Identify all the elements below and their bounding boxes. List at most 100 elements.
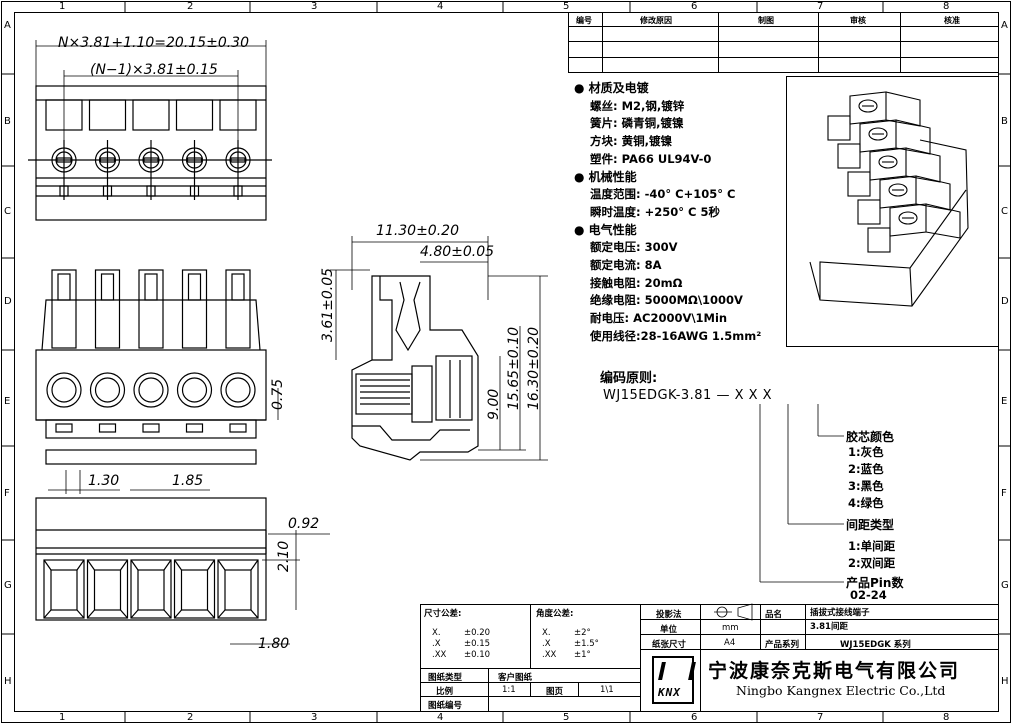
wire-entry-inner (181, 377, 208, 403)
coding-part: WJ15EDGK-3.81 — X X X (603, 388, 773, 403)
tolerance-row: .X±1.5° (542, 639, 599, 650)
iso-screw (868, 127, 888, 141)
iso-screw (898, 211, 918, 225)
tolerance-row: .XX ±1° (542, 650, 599, 661)
paper-value: A4 (724, 638, 736, 648)
grid-row-label-right: F (1001, 488, 1007, 499)
ang-title: 角度公差: (536, 609, 574, 619)
specs-panel: ● 材质及电镀 螺丝: M2,钢,镀锌簧片: 磷青铜,镀镍方块: 黄铜,镀镍塑件… (574, 80, 761, 346)
dim-092: 0.92 (288, 516, 320, 532)
contact-slot (98, 423, 117, 433)
grid-col-label-top: 2 (187, 1, 194, 12)
mech-item: 温度范围: -40° C+105° C (590, 187, 736, 202)
title-block-lines (420, 604, 999, 712)
grid-col-label-bottom: 6 (691, 712, 698, 723)
grid-row-label-right: B (1001, 116, 1008, 127)
bottom-cell-bevel (130, 559, 172, 619)
grid-row-label-left: H (4, 676, 12, 687)
company-logo: KNX (652, 656, 696, 704)
elec-item: 额定电压: 300V (590, 240, 678, 255)
tolerance-value: ±1° (574, 650, 591, 660)
wire-entry-inner (51, 377, 77, 403)
dim-480: 4.80±0.05 (420, 244, 495, 260)
tolerance-key: .X (542, 639, 551, 649)
tolerance-value: ±0.10 (464, 650, 491, 660)
bottom-cell-bevel (174, 559, 215, 619)
tolerance-key: .XX (542, 650, 557, 660)
bottom-cell-inner (224, 569, 252, 611)
grid-row-label-right: E (1001, 396, 1008, 407)
grid-row-label-left: C (4, 206, 11, 217)
side-section-view (351, 275, 479, 461)
iso-screw (878, 155, 898, 169)
logo-text: KNX (658, 686, 681, 699)
iso-wire-entry (837, 143, 861, 169)
scale-value: 1:1 (502, 685, 516, 695)
tolerance-row: .X±0.15 (432, 639, 490, 650)
part-label: 品名 (765, 610, 783, 620)
bottom-cell-bevel (87, 559, 128, 619)
grid-col-label-top: 8 (943, 1, 950, 12)
wire-entry-outer (46, 372, 82, 408)
projection-label: 投影法 (656, 610, 682, 620)
top-pole-housing (88, 99, 127, 131)
dim-180: 1.80 (258, 636, 290, 652)
material-item: 塑件: PA66 UL94V-0 (590, 151, 712, 166)
bottom-cell-inner (137, 569, 165, 611)
bottom-cell-inner (93, 569, 122, 611)
wire-entry-inner (138, 377, 164, 403)
rev-header-reason: 修改原因 (640, 16, 672, 25)
iso-3d-view (809, 91, 969, 307)
pitch-item: 1:单间距 (848, 539, 896, 553)
page-label: 图页 (546, 687, 564, 697)
front-pole-lever (51, 269, 77, 349)
scale-label: 比例 (436, 687, 454, 697)
wire-entry-outer (89, 372, 126, 408)
color-item: 1:灰色 (848, 445, 884, 459)
material-title: 材质及电镀 (588, 81, 649, 95)
material-item: 簧片: 磷青铜,镀镍 (590, 116, 684, 131)
lever-window (187, 273, 202, 301)
iso-pole-side (885, 91, 921, 127)
iso-wire-entry (827, 115, 851, 141)
customer-label: 客户图纸 (498, 673, 533, 683)
grid-col-label-top: 5 (563, 1, 570, 12)
pin-foot (189, 185, 200, 197)
bottom-cell-inner (50, 569, 78, 611)
grid-col-label-top: 4 (437, 1, 444, 12)
grid-col-label-top: 7 (817, 1, 824, 12)
bottom-cell-outer (86, 559, 129, 619)
bottom-cell-outer (43, 559, 85, 619)
iso-wire-entry (867, 227, 891, 253)
revision-table-lines (568, 12, 999, 73)
color-item: 2:蓝色 (848, 462, 884, 476)
front-view (35, 269, 267, 465)
rev-header-no: 编号 (576, 16, 592, 25)
iso-pole-block (869, 147, 907, 181)
elec-item: 额定电流: 8A (590, 258, 662, 273)
material-item: 方块: 黄铜,镀镍 (590, 134, 672, 149)
tolerance-key: .XX (432, 650, 447, 660)
iso-wire-entry (847, 171, 871, 197)
bottom-cell-inner (180, 569, 209, 611)
tol-rows: X.±0.20.X±0.15.XX ±0.10 (432, 628, 490, 661)
grid-col-label-bottom: 2 (187, 712, 194, 723)
bottom-view (35, 497, 267, 621)
contact-slot (229, 423, 247, 433)
grid-row-label-left: D (4, 296, 12, 307)
bottom-cell-bevel (43, 559, 85, 619)
tolerance-row: X.±0.20 (432, 628, 490, 639)
elec-item: 接触电阻: 20mΩ (590, 275, 683, 290)
iso-pole-side (915, 175, 951, 211)
grid-row-label-right: G (1001, 580, 1009, 591)
dim-1630: 16.30±0.20 (526, 327, 542, 410)
unit-label: 单位 (660, 625, 678, 635)
grid-row-label-left: B (4, 116, 11, 127)
series-value: WJ15EDGK 系列 (840, 640, 911, 650)
dim-pitch: (N−1)×3.81±0.15 (90, 62, 218, 78)
company-name-en: Ningbo Kangnex Electric Co.,Ltd (736, 683, 946, 698)
top-pole-housing (175, 99, 214, 131)
